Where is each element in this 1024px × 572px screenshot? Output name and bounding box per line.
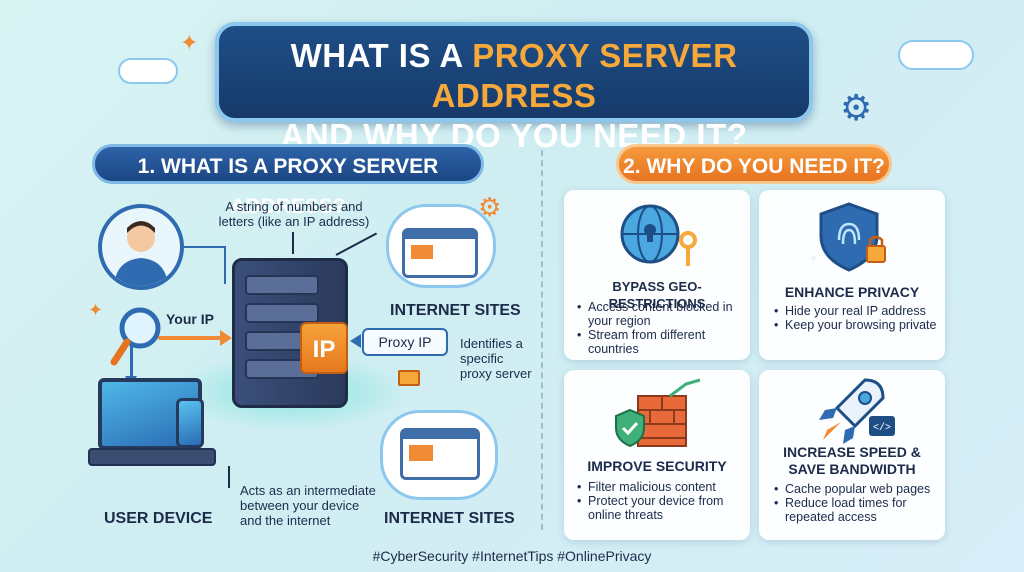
magnifier-icon <box>110 304 166 379</box>
identifies-line-1: Identifies a <box>460 336 523 351</box>
list-item: Reduce load times for repeated access <box>773 496 939 524</box>
list-item: Hide your real IP address <box>773 304 939 318</box>
intermediate-note: Acts as an intermediate between your dev… <box>240 483 400 528</box>
list-item: Filter malicious content <box>576 480 744 494</box>
list-item: Stream from different countries <box>576 328 744 356</box>
your-ip-arrow <box>158 336 222 340</box>
gear-icon: ⚙ <box>840 87 873 128</box>
rocket-icon: </> <box>819 378 895 444</box>
card-list: Access content blocked in your region St… <box>576 300 744 356</box>
card-increase-speed: </> INCREASE SPEED & SAVE BANDWIDTH Cach… <box>759 370 945 540</box>
internet-sites-bottom-label: INTERNET SITES <box>384 510 515 527</box>
sparkle-icon: ✦ <box>180 30 199 55</box>
intermediate-line-1: Acts as an intermediate <box>240 483 376 498</box>
browser-window-icon <box>400 428 480 480</box>
title-prefix: WHAT IS A <box>290 37 473 74</box>
card-title-line-2: SAVE BANDWIDTH <box>788 461 916 477</box>
your-ip-label: Your IP <box>166 311 214 327</box>
card-list: Hide your real IP address Keep your brow… <box>773 304 939 332</box>
internet-sites-top-label: INTERNET SITES <box>390 302 521 319</box>
server-slot <box>245 275 319 295</box>
card-list: Cache popular web pages Reduce load time… <box>773 482 939 524</box>
globe-lock-key-icon <box>620 204 697 266</box>
list-item: Access content blocked in your region <box>576 300 744 328</box>
arrow-right-icon <box>220 330 232 346</box>
connector-line <box>224 246 226 284</box>
firewall-shield-icon <box>615 378 701 448</box>
cloud-icon <box>118 58 178 84</box>
card-title: ENHANCE PRIVACY <box>784 284 920 300</box>
browser-window-icon <box>402 228 478 278</box>
section-1-heading: 1. WHAT IS A PROXY SERVER ADDRESS? <box>92 144 484 218</box>
connector-line <box>184 246 224 248</box>
laptop-base <box>88 448 216 466</box>
server-slot <box>245 303 319 323</box>
section-2-heading: 2. WHY DO YOU NEED IT? <box>616 144 892 184</box>
browser-block <box>411 245 433 259</box>
arrow-line <box>335 232 378 256</box>
envelope-icon <box>398 370 420 386</box>
arrow-left-icon <box>350 334 361 348</box>
intermediate-line-3: and the internet <box>240 513 331 528</box>
divider <box>541 150 543 530</box>
browser-bar <box>403 431 477 439</box>
browser-bar <box>405 231 475 239</box>
identifies-note: Identifies a specific proxy server <box>460 336 540 381</box>
title-line-1: WHAT IS A PROXY SERVER ADDRESS <box>219 36 809 116</box>
card-improve-security: IMPROVE SECURITY Filter malicious conten… <box>564 370 750 540</box>
card-title: IMPROVE SECURITY <box>587 458 727 474</box>
title-accent: PROXY SERVER ADDRESS <box>431 37 738 114</box>
string-note-line-1: A string of numbers and <box>225 199 363 214</box>
person-icon <box>114 221 168 286</box>
proxy-ip-tag: Proxy IP <box>362 328 448 356</box>
browser-block <box>409 445 433 461</box>
list-item: Keep your browsing private <box>773 318 939 332</box>
title-banner: WHAT IS A PROXY SERVER ADDRESS AND WHY D… <box>215 22 813 154</box>
cloud-icon <box>898 40 974 70</box>
svg-text:</>: </> <box>873 422 891 434</box>
phone-icon <box>176 398 204 448</box>
card-list: Filter malicious content Protect your de… <box>576 480 744 522</box>
list-item: Cache popular web pages <box>773 482 939 496</box>
list-item: Protect your device from online threats <box>576 494 744 522</box>
connector-line <box>292 232 294 254</box>
card-enhance-privacy: ENHANCE PRIVACY Hide your real IP addres… <box>759 190 945 360</box>
card-bypass-geo: BYPASS GEO-RESTRICTIONS Access content b… <box>564 190 750 360</box>
shield-fingerprint-icon <box>819 202 886 272</box>
connector-line <box>228 466 230 488</box>
sparkle-icon: ✦ <box>88 300 104 320</box>
identifies-line-2: specific <box>460 351 504 366</box>
card-title: INCREASE SPEED & SAVE BANDWIDTH <box>759 444 945 478</box>
hashtags: #CyberSecurity #InternetTips #OnlinePriv… <box>372 548 652 564</box>
ip-badge: IP <box>300 322 348 374</box>
intermediate-line-2: between your device <box>240 498 360 513</box>
user-avatar <box>98 204 184 290</box>
identifies-line-3: proxy server <box>460 366 532 381</box>
card-title-line-1: INCREASE SPEED & <box>783 444 921 460</box>
string-note-line-2: letters (like an IP address) <box>218 214 370 229</box>
arrow-down-icon <box>130 344 133 380</box>
user-device-label: USER DEVICE <box>104 510 213 527</box>
string-note: A string of numbers and letters (like an… <box>208 199 380 229</box>
gear-icon: ⚙ <box>478 192 502 222</box>
